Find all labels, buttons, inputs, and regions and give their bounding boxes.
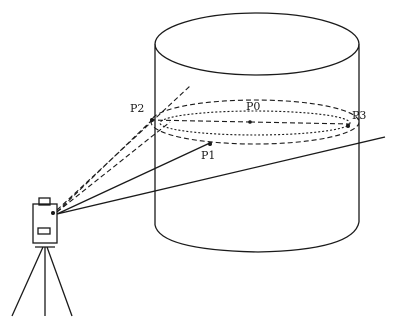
- label-p0: P0: [246, 100, 260, 113]
- p2-marker: [150, 118, 154, 122]
- inner-dotted-ellipse: [159, 110, 351, 136]
- sight-lines: [56, 85, 386, 215]
- p2-p0-radius: [149, 119, 251, 123]
- p0-p3-radius: [249, 121, 351, 125]
- sight-line-p3: [56, 136, 386, 215]
- p3-marker: [346, 124, 350, 128]
- instrument-display: [37, 227, 51, 235]
- p0-marker: [248, 120, 252, 124]
- cylinder: [154, 12, 360, 253]
- instrument-body: [32, 203, 58, 244]
- label-p3: P3: [352, 109, 366, 122]
- sight-line-inner: [56, 121, 171, 213]
- measurement-points: P0 P1 P2 P3: [130, 100, 366, 162]
- sight-line-p1: [56, 141, 213, 215]
- surveying-instrument: [11, 197, 73, 317]
- tripod-leg-right: [46, 246, 73, 317]
- label-p2: P2: [130, 102, 144, 115]
- instrument-handle: [38, 197, 51, 206]
- p1-marker: [208, 142, 212, 146]
- instrument-lens: [51, 211, 55, 215]
- tripod-leg-left: [11, 246, 44, 317]
- sight-line-p2-lower: [56, 119, 153, 213]
- label-p1: P1: [201, 149, 215, 162]
- cylinder-top-ellipse: [154, 12, 360, 76]
- cylinder-bottom-arc: [154, 221, 360, 253]
